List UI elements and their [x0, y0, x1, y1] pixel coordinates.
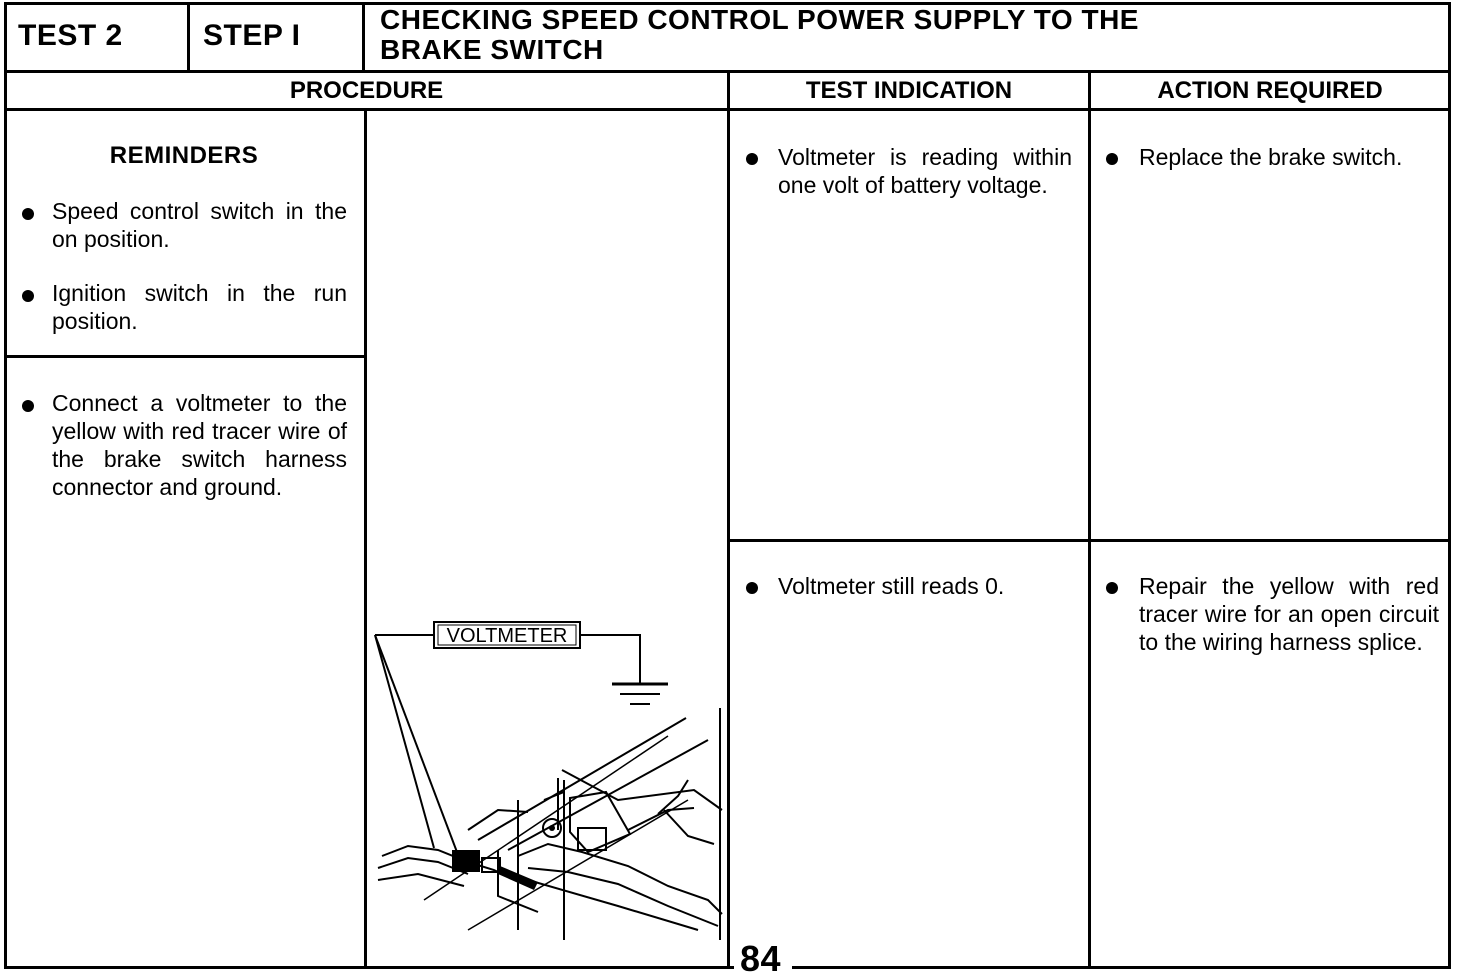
page-title-line1: CHECKING SPEED CONTROL POWER SUPPLY TO T… — [380, 4, 1139, 35]
column-header-action-required: ACTION REQUIRED — [1157, 77, 1383, 104]
procedure-left-border — [4, 108, 7, 969]
frame-bottom — [4, 966, 734, 969]
reminder-2: Ignition switch in the run position. — [52, 280, 347, 334]
procedure-step-text: Connect a voltmeter to the yellow with r… — [52, 390, 347, 500]
bullet-indication-2 — [746, 582, 758, 594]
page-number: 84 — [738, 938, 784, 979]
bullet-action-1 — [1106, 153, 1118, 165]
bullet-reminder-1 — [22, 208, 34, 220]
column-header-test-indication: TEST INDICATION — [805, 77, 1013, 104]
frame-right — [1448, 2, 1451, 968]
test-number: TEST 2 — [18, 19, 123, 52]
colhead-divider-1 — [727, 70, 730, 968]
reminders-bottom-rule — [4, 355, 366, 358]
frame-top — [4, 2, 1450, 5]
colhead-bottom-rule — [4, 108, 1450, 111]
column-header-procedure: PROCEDURE — [289, 77, 444, 104]
header-divider-1 — [187, 2, 190, 72]
colhead-divider-2 — [1088, 70, 1091, 968]
procedure-text-divider — [364, 108, 367, 969]
row-divider — [729, 539, 1450, 542]
step-number: STEP I — [203, 19, 301, 52]
frame-bottom-right — [792, 966, 1451, 969]
header-divider-2 — [362, 2, 365, 72]
bullet-reminder-2 — [22, 290, 34, 302]
bullet-action-2 — [1106, 582, 1118, 594]
bullet-procedure-step — [22, 400, 34, 412]
indication-2: Voltmeter still reads 0. — [778, 573, 1005, 599]
voltmeter-label: VOLTMETER — [447, 625, 568, 647]
page-title-line2: BRAKE SWITCH — [380, 34, 604, 65]
action-1: Replace the brake switch. — [1139, 144, 1403, 170]
reminder-1: Speed control switch in the on position. — [52, 198, 347, 252]
bullet-indication-1 — [746, 153, 758, 165]
brake-switch-illustration: VOLTMETER — [374, 621, 723, 940]
reminders-heading: REMINDERS — [109, 142, 259, 169]
indication-1: Voltmeter is reading within one volt of … — [778, 144, 1072, 198]
action-2: Repair the yellow with red tracer wire f… — [1139, 573, 1439, 655]
frame-left — [4, 2, 7, 110]
